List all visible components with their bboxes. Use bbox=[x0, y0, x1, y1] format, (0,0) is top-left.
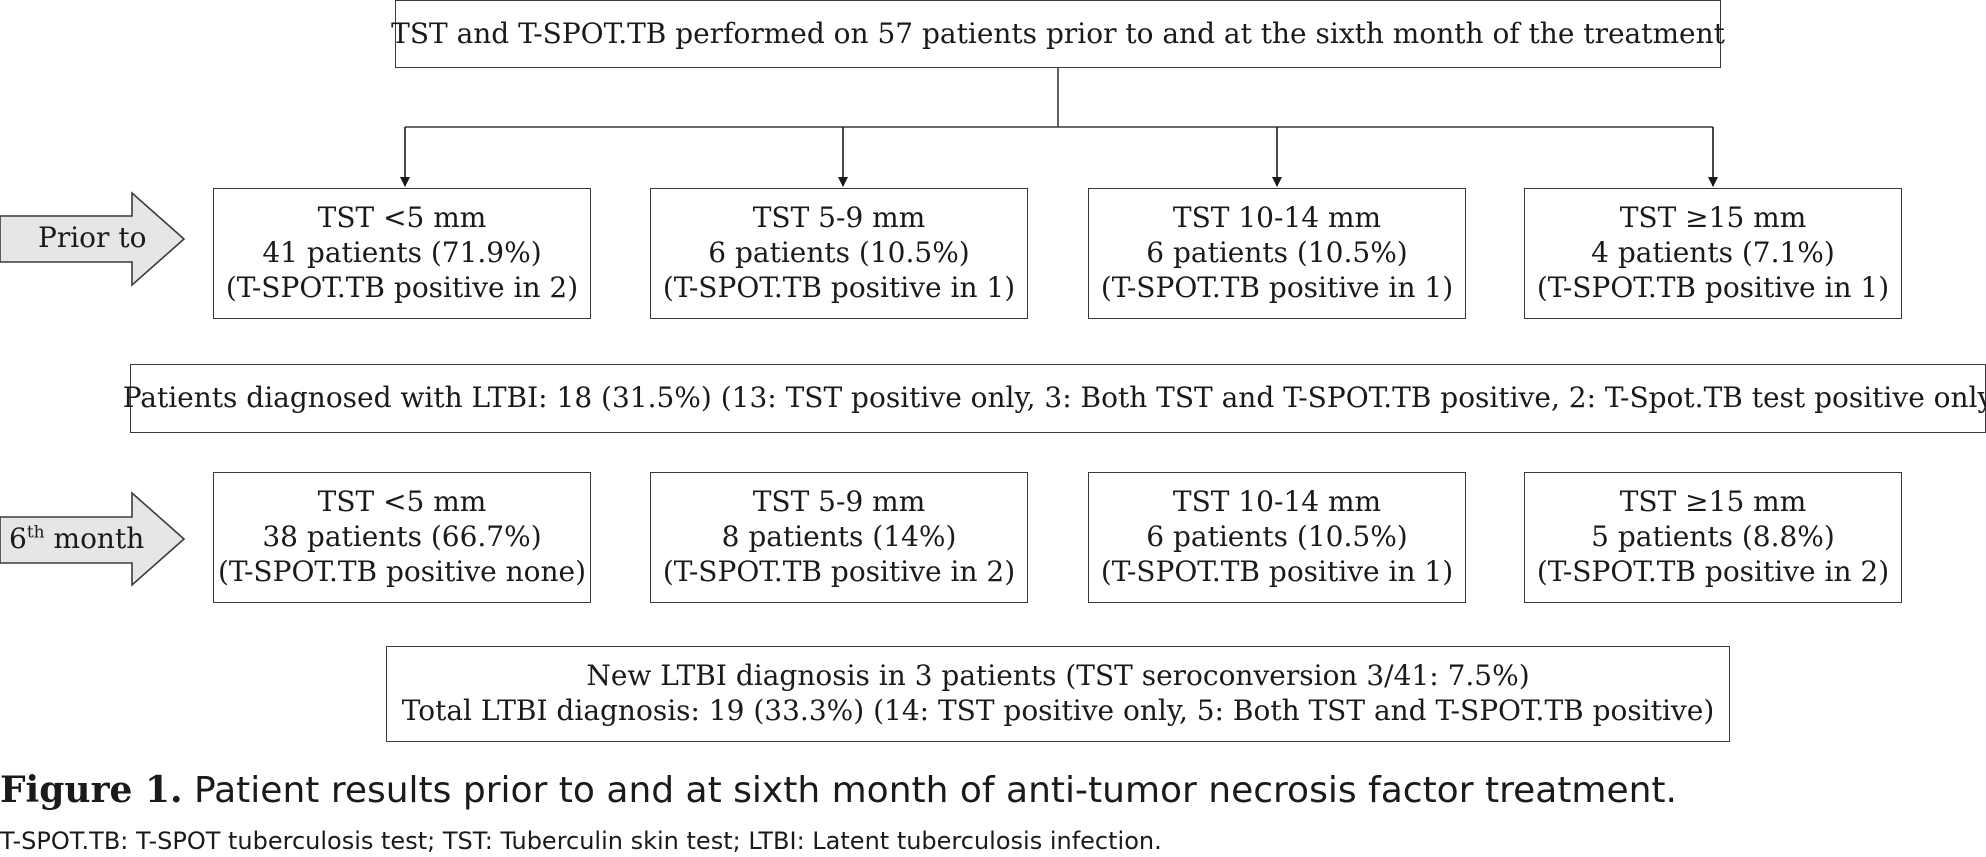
prior-box-tst-10-14: TST 10-14 mm 6 patients (10.5%) (T-SPOT.… bbox=[1088, 188, 1466, 319]
figure-footnote: T-SPOT.TB: T-SPOT tuberculosis test; TST… bbox=[0, 827, 1162, 855]
box-patients: 6 patients (10.5%) bbox=[1146, 236, 1408, 270]
figure-caption: Figure 1. Patient results prior to and a… bbox=[0, 769, 1677, 811]
figure-title: Patient results prior to and at sixth mo… bbox=[194, 770, 1677, 811]
prior-to-arrow-shape bbox=[0, 191, 186, 287]
sixth-box-tst-lt5: TST <5 mm 38 patients (66.7%) (T-SPOT.TB… bbox=[213, 472, 591, 603]
prior-box-tst-lt5: TST <5 mm 41 patients (71.9%) (T-SPOT.TB… bbox=[213, 188, 591, 319]
box-patients: 38 patients (66.7%) bbox=[262, 520, 542, 554]
box-range: TST 10-14 mm bbox=[1172, 485, 1382, 519]
box-range: TST <5 mm bbox=[317, 201, 487, 235]
box-patients: 5 patients (8.8%) bbox=[1591, 520, 1835, 554]
figure-label: Figure 1. bbox=[0, 769, 183, 811]
box-patients: 6 patients (10.5%) bbox=[708, 236, 970, 270]
prior-box-tst-5-9: TST 5-9 mm 6 patients (10.5%) (T-SPOT.TB… bbox=[650, 188, 1028, 319]
box-tspot: (T-SPOT.TB positive none) bbox=[217, 554, 587, 588]
box-range: TST ≥15 mm bbox=[1619, 201, 1807, 235]
sixth-month-ordinal: 6 bbox=[9, 522, 27, 555]
final-summary-box: New LTBI diagnosis in 3 patients (TST se… bbox=[386, 646, 1730, 742]
prior-to-label: Prior to bbox=[38, 221, 147, 254]
box-patients: 4 patients (7.1%) bbox=[1591, 236, 1835, 270]
sixth-box-tst-10-14: TST 10-14 mm 6 patients (10.5%) (T-SPOT.… bbox=[1088, 472, 1466, 603]
box-range: TST <5 mm bbox=[317, 485, 487, 519]
ltbi-summary-text: Patients diagnosed with LTBI: 18 (31.5%)… bbox=[122, 381, 1986, 415]
sixth-month-word: month bbox=[53, 522, 145, 555]
box-range: TST 10-14 mm bbox=[1172, 201, 1382, 235]
box-patients: 8 patients (14%) bbox=[721, 520, 957, 554]
box-tspot: (T-SPOT.TB positive in 2) bbox=[662, 554, 1016, 588]
box-range: TST ≥15 mm bbox=[1619, 485, 1807, 519]
sixth-month-suffix: th bbox=[26, 522, 45, 543]
top-summary-text: TST and T-SPOT.TB performed on 57 patien… bbox=[391, 16, 1725, 50]
final-line-total-ltbi: Total LTBI diagnosis: 19 (33.3%) (14: TS… bbox=[401, 694, 1715, 727]
top-summary-box: TST and T-SPOT.TB performed on 57 patien… bbox=[391, 0, 1725, 68]
sixth-month-label: 6th month bbox=[9, 522, 144, 555]
sixth-month-arrow-shape bbox=[0, 491, 186, 587]
box-tspot: (T-SPOT.TB positive in 2) bbox=[1536, 554, 1890, 588]
sixth-box-tst-5-9: TST 5-9 mm 8 patients (14%) (T-SPOT.TB p… bbox=[650, 472, 1028, 603]
box-range: TST 5-9 mm bbox=[752, 201, 926, 235]
box-tspot: (T-SPOT.TB positive in 1) bbox=[1100, 270, 1454, 304]
box-tspot: (T-SPOT.TB positive in 1) bbox=[662, 270, 1016, 304]
box-patients: 41 patients (71.9%) bbox=[262, 236, 542, 270]
box-tspot: (T-SPOT.TB positive in 1) bbox=[1100, 554, 1454, 588]
final-line-new-ltbi: New LTBI diagnosis in 3 patients (TST se… bbox=[586, 659, 1530, 693]
ltbi-summary-box: Patients diagnosed with LTBI: 18 (31.5%)… bbox=[123, 364, 1986, 433]
sixth-box-tst-ge15: TST ≥15 mm 5 patients (8.8%) (T-SPOT.TB … bbox=[1524, 472, 1902, 603]
box-range: TST 5-9 mm bbox=[752, 485, 926, 519]
box-tspot: (T-SPOT.TB positive in 2) bbox=[225, 270, 579, 304]
box-patients: 6 patients (10.5%) bbox=[1146, 520, 1408, 554]
box-tspot: (T-SPOT.TB positive in 1) bbox=[1536, 270, 1890, 304]
prior-box-tst-ge15: TST ≥15 mm 4 patients (7.1%) (T-SPOT.TB … bbox=[1524, 188, 1902, 319]
